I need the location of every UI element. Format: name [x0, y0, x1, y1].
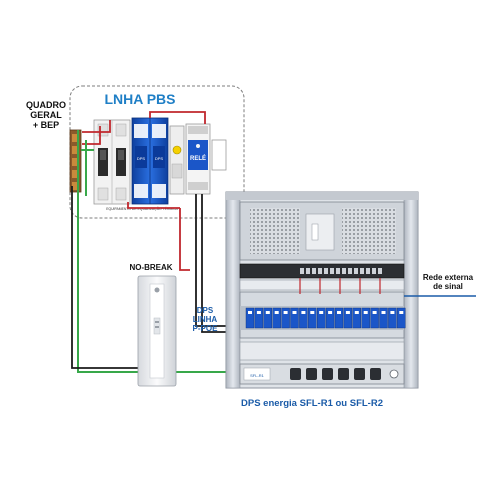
switch-ports [300, 268, 382, 274]
dps-module-indicator [345, 311, 350, 314]
nobreak-unit [137, 275, 177, 387]
dps-linha-label-3: P-POE [193, 324, 219, 333]
relay-module [185, 123, 211, 195]
power-outlet [370, 368, 381, 380]
dps-module [263, 307, 272, 329]
dps-module-indicator [363, 311, 368, 314]
dps-module-indicator [328, 311, 333, 314]
dps-module [370, 307, 379, 329]
dps-module-indicator [292, 311, 297, 314]
sfl-unit-label: SFL-R1 [250, 373, 265, 378]
dps-linha-label-2: LINHA [193, 315, 218, 324]
svg-text:DPS: DPS [155, 156, 164, 161]
dps-module-indicator [372, 311, 377, 314]
power-outlet [322, 368, 333, 380]
panel-title: LNHA PBS [104, 91, 175, 107]
power-outlet [306, 368, 317, 380]
dps-module-indicator [301, 311, 306, 314]
dps-module-indicator [274, 311, 279, 314]
power-outlets [290, 368, 381, 380]
dps-module-indicator [381, 311, 386, 314]
dps-module [379, 307, 388, 329]
quadro-label-line1: QUADRO [26, 100, 66, 110]
relay-label: RELÉ [190, 154, 206, 162]
dps-module [254, 307, 264, 329]
dps-linha-label-1: DPS [197, 306, 214, 315]
dps-module [308, 307, 317, 329]
dps-module-indicator [256, 311, 261, 314]
dps-module [290, 307, 299, 329]
dps-module [245, 307, 255, 329]
quadro-label-line3: + BEP [33, 120, 59, 130]
terminal-block [69, 129, 82, 193]
power-outlet [290, 368, 301, 380]
dps-module-indicator [319, 311, 324, 314]
server-rack [225, 191, 419, 389]
dps-module-indicator [354, 311, 359, 314]
dps-module [388, 307, 397, 329]
dps-module [281, 307, 290, 329]
red-patch-wires [299, 278, 381, 294]
dps-linha-modules [245, 307, 406, 329]
red-wire-nobreak [179, 208, 190, 271]
red-wires-top [82, 111, 206, 209]
dps-module [272, 307, 281, 329]
dps-module [325, 307, 335, 329]
dps-module-indicator [248, 311, 252, 314]
dps-module [317, 307, 326, 329]
power-outlet [354, 368, 365, 380]
dps-module [397, 307, 406, 329]
dps-energia-caption: DPS energia SFL-R1 ou SFL-R2 [241, 398, 383, 409]
dps-module [299, 307, 308, 329]
svg-text:DPS: DPS [137, 156, 146, 161]
dps-module-indicator [390, 311, 395, 314]
dps-module-indicator [283, 311, 288, 314]
relay-side-box [211, 139, 227, 171]
quadro-label-line2: GERAL [30, 110, 62, 120]
dps-module [352, 307, 361, 329]
dps-module-indicator [265, 311, 270, 314]
dps-module-indicator [399, 311, 404, 314]
dps-module-indicator [310, 311, 315, 314]
dps-module [361, 307, 370, 329]
dps-module [334, 307, 344, 329]
dps-module [343, 307, 353, 329]
power-outlet [338, 368, 349, 380]
nobreak-label: NO-BREAK [129, 263, 172, 272]
dps-modules-panel: DPS DPS [131, 117, 169, 205]
dps-module-indicator [337, 311, 341, 314]
panel-enclosure [69, 85, 245, 219]
indicator-module [169, 125, 185, 195]
rede-externa-label-2: de sinal [433, 282, 463, 291]
rede-externa-label-1: Rede externa [423, 273, 474, 282]
